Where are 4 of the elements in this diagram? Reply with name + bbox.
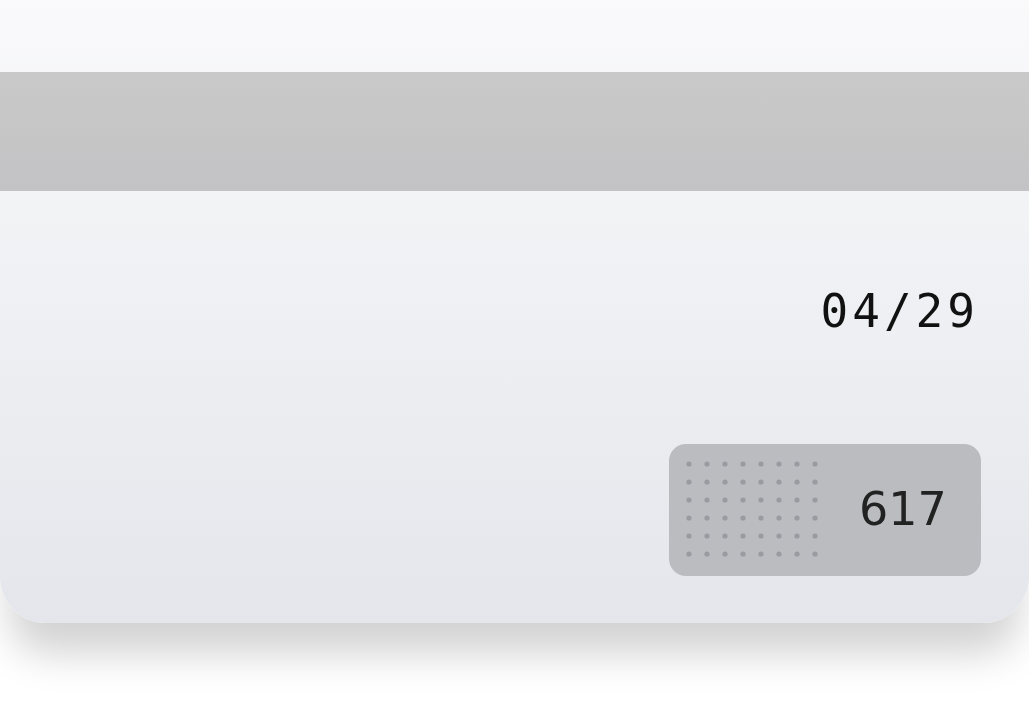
expiry-date: 04/29 bbox=[820, 288, 979, 334]
security-code: 617 bbox=[859, 484, 947, 535]
card-back bbox=[0, 0, 1029, 623]
security-code-panel bbox=[669, 444, 981, 576]
